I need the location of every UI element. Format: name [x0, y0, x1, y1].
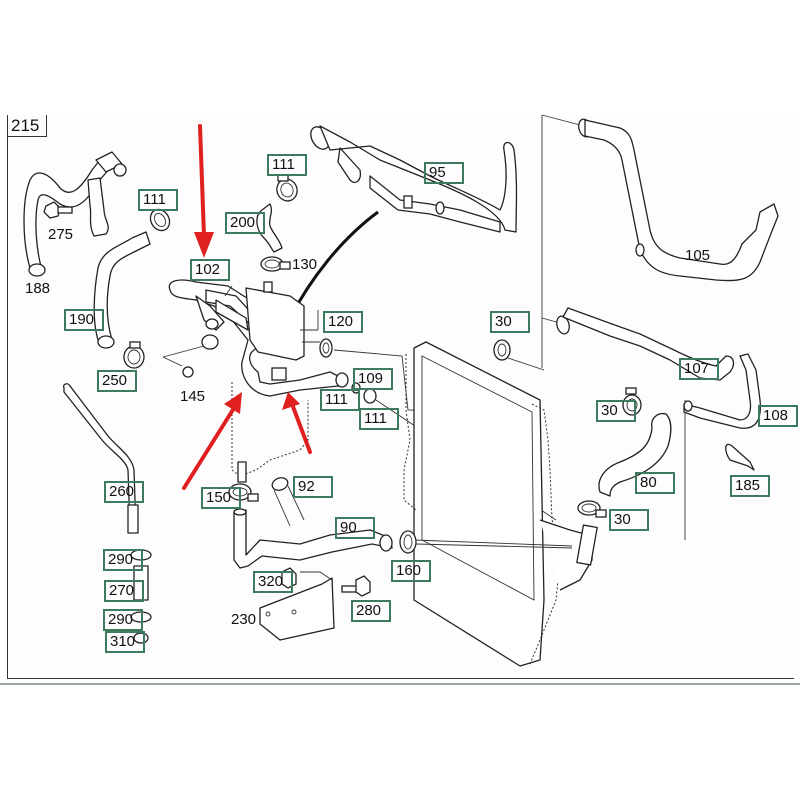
pipe-260: [62, 383, 139, 534]
clamp-145: [182, 366, 194, 378]
label-109[interactable]: 109: [353, 368, 393, 390]
label-102[interactable]: 102: [190, 259, 230, 281]
tank-outlet: [237, 461, 247, 483]
label-290-top[interactable]: 290: [103, 549, 143, 571]
hose-95: [310, 125, 518, 233]
bolt-275: [43, 201, 73, 219]
label-30-bottom[interactable]: 30: [609, 509, 649, 531]
hose-107: [556, 307, 735, 381]
label-92[interactable]: 92: [293, 476, 333, 498]
arrow-down-to-102: [194, 124, 214, 258]
radiator: [403, 341, 598, 667]
leader-145-a: [162, 345, 205, 358]
clamp-160: [399, 530, 573, 554]
hose-188: [23, 151, 127, 277]
hose-90: [233, 508, 393, 569]
label-190[interactable]: 190: [64, 309, 104, 331]
label-290-bottom[interactable]: 290: [103, 609, 143, 631]
label-111-top[interactable]: 111: [267, 154, 307, 176]
label-260[interactable]: 260: [104, 481, 144, 503]
label-145[interactable]: 145: [180, 388, 206, 405]
label-105[interactable]: 105: [685, 247, 711, 264]
hose-80: [598, 412, 672, 497]
label-188[interactable]: 188: [25, 280, 51, 297]
label-80[interactable]: 80: [635, 472, 675, 494]
label-90[interactable]: 90: [335, 517, 375, 539]
expansion-tank-outline: [231, 382, 309, 477]
label-275[interactable]: 275: [48, 226, 74, 243]
label-310[interactable]: 310: [105, 631, 145, 653]
label-120[interactable]: 120: [323, 311, 363, 333]
label-111-left[interactable]: 111: [138, 189, 178, 211]
label-150[interactable]: 150: [201, 487, 241, 509]
label-95[interactable]: 95: [424, 162, 464, 184]
clamp-250: [123, 341, 145, 369]
bottom-rule: [0, 683, 800, 685]
clamp-130: [260, 256, 291, 272]
label-107[interactable]: 107: [679, 358, 719, 380]
label-30-middle[interactable]: 30: [596, 400, 636, 422]
clamp-30-bottom: [577, 500, 607, 518]
label-280[interactable]: 280: [351, 600, 391, 622]
leader-145-b: [162, 356, 183, 367]
label-270[interactable]: 270: [104, 580, 144, 602]
bracket-230: [259, 571, 335, 641]
label-160[interactable]: 160: [391, 560, 431, 582]
label-250[interactable]: 250: [97, 370, 137, 392]
hose-105: [578, 118, 779, 282]
hose-assembly-102: [168, 279, 339, 397]
label-185[interactable]: 185: [730, 475, 770, 497]
clamp-111-top: [276, 174, 298, 202]
clamp-30-top: [493, 339, 545, 371]
leader-105: [541, 114, 581, 126]
bolt-280: [341, 575, 371, 597]
label-30-top[interactable]: 30: [490, 311, 530, 333]
clamp-120: [302, 338, 527, 415]
label-230[interactable]: 230: [231, 611, 257, 628]
hose-92: [271, 477, 305, 527]
reference-number-box: 215: [7, 115, 47, 137]
label-320[interactable]: 320: [253, 571, 293, 593]
label-108[interactable]: 108: [758, 405, 798, 427]
label-111-mid-left[interactable]: 111: [320, 389, 360, 411]
hose-190: [93, 231, 151, 349]
label-130[interactable]: 130: [292, 256, 318, 273]
arrow-up-to-hose-connection: [282, 392, 312, 454]
arrow-up-left-to-tank: [182, 392, 242, 490]
cable-tie-185: [725, 443, 755, 471]
label-111-mid-right[interactable]: 111: [359, 408, 399, 430]
label-200[interactable]: 200: [225, 212, 265, 234]
hose-108: [683, 353, 762, 429]
